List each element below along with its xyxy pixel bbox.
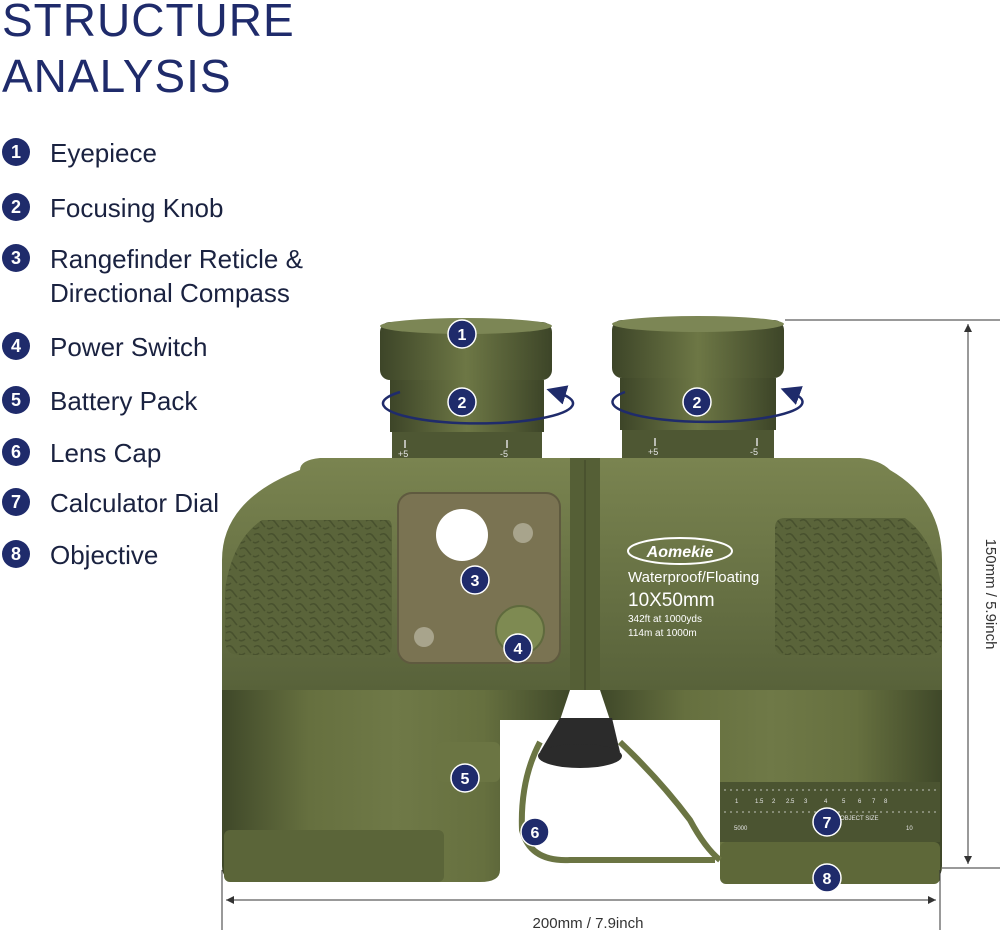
legend-item-battery-pack: 5 Battery Pack [2, 384, 197, 418]
brand-logo: Aomekie [646, 544, 714, 561]
callout-badge-8: 8 [812, 863, 842, 893]
legend-item-focusing-knob: 2 Focusing Knob [2, 191, 223, 225]
legend-label-line-2: Directional Compass [50, 278, 290, 308]
dial-top-1: 1 [735, 799, 739, 805]
product-branding: Aomekie Waterproof/Floating 10X50mm 342f… [627, 537, 759, 639]
callout-badge-5: 5 [450, 763, 480, 793]
legend-item-power-switch: 4 Power Switch [2, 330, 208, 364]
dial-top-5: 5 [842, 799, 846, 805]
legend-item-eyepiece: 1 Eyepiece [2, 136, 157, 170]
product-line-waterproof: Waterproof/Floating [628, 569, 759, 586]
diopter-left-plus: +5 [398, 449, 408, 459]
svg-text:6: 6 [531, 825, 540, 842]
product-line-magnification: 10X50mm [628, 590, 715, 611]
svg-text:8: 8 [823, 871, 832, 888]
diopter-right-plus: +5 [648, 447, 658, 457]
diopter-left-minus: -5 [500, 449, 508, 459]
dial-top-3: 3 [804, 799, 808, 805]
legend-label: Power Switch [50, 332, 208, 362]
legend-item-lens-cap: 6 Lens Cap [2, 436, 161, 470]
legend-number-badge: 8 [2, 540, 30, 568]
binocular-body [222, 458, 942, 884]
legend-item-objective: 8 Objective [2, 538, 158, 572]
legend-number-badge: 5 [2, 386, 30, 414]
objective-ring [720, 842, 940, 884]
legend-item-calculator-dial: 7 Calculator Dial [2, 486, 219, 520]
callout-badge-4: 4 [503, 633, 533, 663]
dial-top-4: 4 [824, 799, 828, 805]
width-dimension: 200mm / 7.9inch [221, 870, 941, 932]
callout-badge-2-right: 2 [682, 387, 712, 417]
calculator-dial-markings: 1 1.5 2 2.5 3 4 5 6 7 8 OBJECT SIZE 5000… [724, 789, 936, 832]
product-line-fov-m: 114m at 1000m [628, 628, 697, 639]
diopter-scale-left: +5 -5 [398, 440, 508, 459]
compass-window [436, 509, 488, 561]
legend-number-badge: 3 [2, 244, 30, 272]
svg-text:1: 1 [458, 327, 467, 344]
page-title: STRUCTURE ANALYSIS [2, 0, 295, 104]
dial-top-2-5: 2.5 [786, 799, 795, 805]
width-label: 200mm / 7.9inch [533, 915, 644, 932]
svg-text:2: 2 [458, 395, 467, 412]
legend-label: Battery Pack [50, 386, 198, 416]
dial-left-value: 5000 [734, 826, 748, 832]
legend-label: Calculator Dial [50, 488, 220, 518]
svg-text:4: 4 [514, 641, 523, 658]
right-eyepiece [612, 316, 784, 460]
svg-text:2: 2 [693, 395, 702, 412]
left-grip-texture [225, 520, 392, 655]
svg-text:7: 7 [823, 815, 832, 832]
right-grip-texture [775, 518, 942, 655]
diopter-right-minus: -5 [750, 447, 758, 457]
svg-text:3: 3 [471, 573, 480, 590]
legend-number-badge: 4 [2, 332, 30, 360]
dial-top-2: 2 [772, 799, 776, 805]
height-label: 150mm / 5.9inch [982, 539, 999, 650]
legend-label: Lens Cap [50, 438, 162, 468]
dial-label: OBJECT SIZE [840, 816, 879, 822]
title-line-1: STRUCTURE [2, 0, 295, 46]
callout-badge-7: 7 [812, 807, 842, 837]
legend-item-rangefinder: 3 Rangefinder Reticle & Directional Comp… [2, 242, 303, 310]
dial-top-7: 7 [872, 799, 876, 805]
callout-badge-1: 1 [447, 319, 477, 349]
dial-top-8: 8 [884, 799, 888, 805]
callout-badge-2-left: 2 [447, 387, 477, 417]
dial-right-value: 10 [906, 826, 913, 832]
legend-label: Eyepiece [50, 138, 157, 168]
dial-top-1-5: 1.5 [755, 799, 764, 805]
callout-badge-6: 6 [520, 817, 550, 847]
legend-label: Objective [50, 540, 159, 570]
legend-label: Rangefinder Reticle & [50, 244, 303, 274]
dial-top-6: 6 [858, 799, 862, 805]
legend-number-badge: 6 [2, 438, 30, 466]
legend-label: Focusing Knob [50, 193, 224, 223]
rotate-arrow-left [381, 385, 575, 425]
rotate-arrow-right [611, 386, 804, 424]
legend-number-badge: 1 [2, 138, 30, 166]
legend-number-badge: 7 [2, 488, 30, 516]
svg-text:5: 5 [461, 771, 470, 788]
legend-number-badge: 2 [2, 193, 30, 221]
title-line-2: ANALYSIS [2, 50, 232, 102]
callout-badge-3: 3 [460, 565, 490, 595]
diopter-scale-right: +5 -5 [648, 438, 758, 457]
height-dimension: 150mm / 5.9inch [785, 319, 1000, 869]
product-line-fov-yds: 342ft at 1000yds [628, 614, 702, 625]
